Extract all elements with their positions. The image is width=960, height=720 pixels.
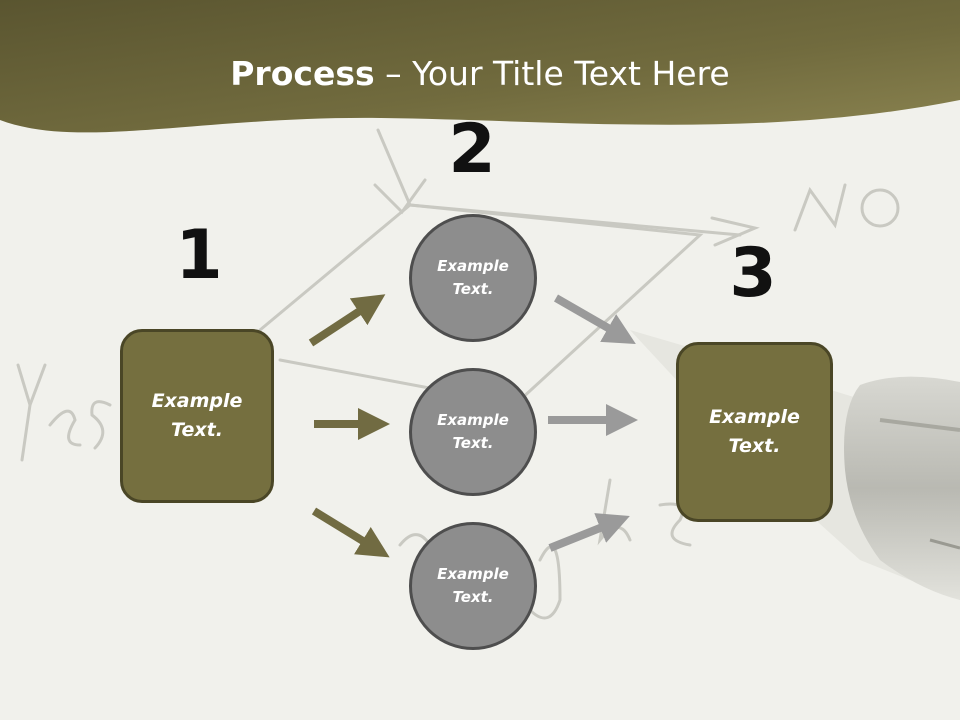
title-rest: – Your Title Text Here [374,54,730,93]
arrow-2c-to-3 [548,513,630,552]
sketch-words [16,183,900,620]
step-3-label: Example Text. [709,406,800,457]
step-2-item-3-label: Example Text. [437,565,509,606]
arrow-2a-to-3 [554,294,636,344]
step-2-item-2-label: Example Text. [437,411,509,452]
arrow-1-to-2a [308,294,386,347]
arrows-olive [308,294,390,558]
step-2-circle-top: Example Text. [409,214,537,342]
step-2-item-1-label: Example Text. [437,257,509,298]
step-1-box: Example Text. [120,329,274,503]
title-bold: Process [230,54,375,93]
step-number-1: 1 [175,216,223,295]
step-2-circle-middle: Example Text. [409,368,537,496]
arrow-1-to-2c [311,507,390,558]
header-band [0,0,960,133]
step-number-3: 3 [729,234,777,313]
sketch-lines [258,128,760,402]
step-number-2: 2 [448,110,496,189]
step-3-box: Example Text. [676,342,833,522]
page-title: Process – Your Title Text Here [0,52,960,96]
step-1-label: Example Text. [151,390,243,441]
arrows-gray [548,294,638,552]
step-2-circle-bottom: Example Text. [409,522,537,650]
